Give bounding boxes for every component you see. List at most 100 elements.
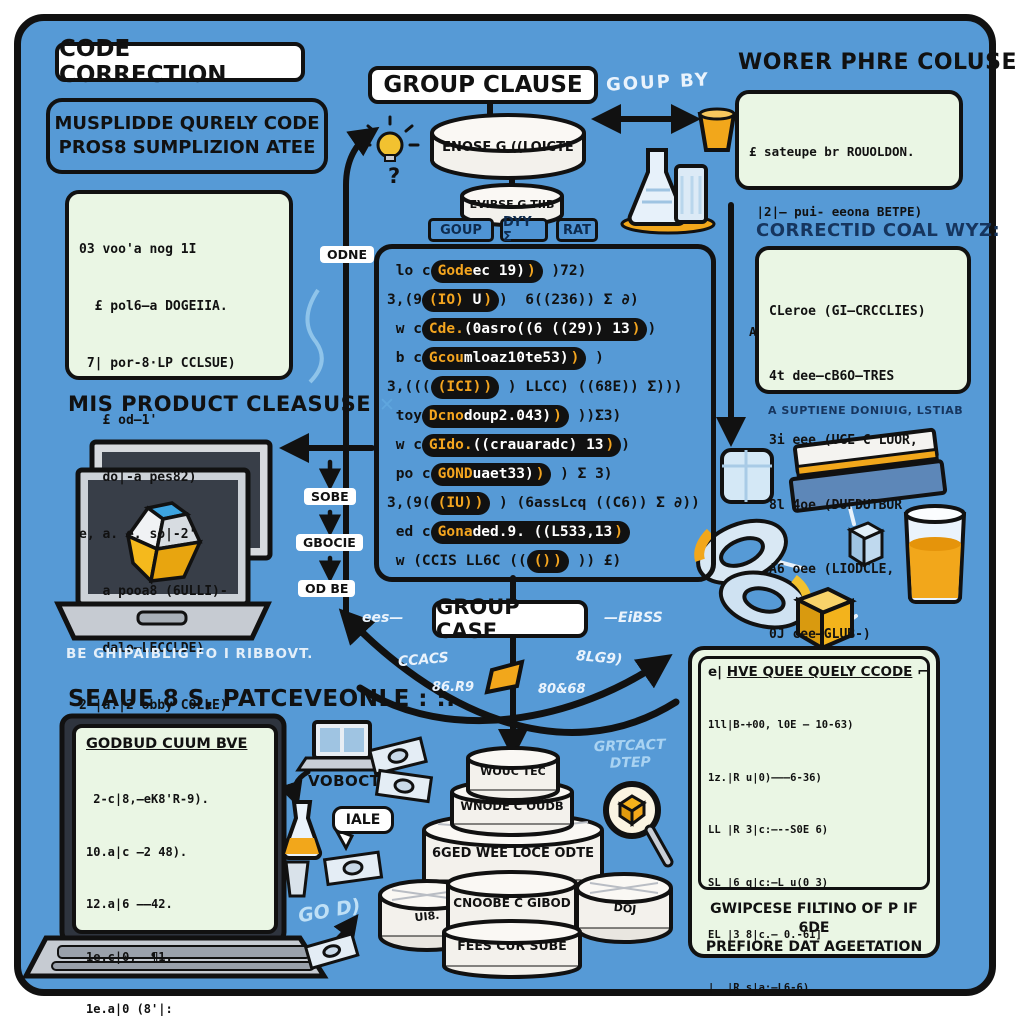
code-text: (IU): [437, 495, 473, 511]
highlighted-code: Cde.(0asro((6 ((29)) 13: [421, 318, 648, 341]
extract-step-label: GRTCACT DTEP: [584, 736, 675, 773]
tab-goup[interactable]: GOUP: [428, 218, 494, 242]
code-text: 3,(9: [387, 292, 422, 308]
extract-step-line: GRTCACT: [593, 736, 666, 756]
heading-worer-phre: WORER PHRE COLUSE: [738, 50, 1018, 75]
code-line: EL |3 8|c.— 0.-61]: [708, 929, 822, 941]
subtitle-line: MUSPLIDDE QURELY CODE: [54, 113, 320, 134]
case-note: —EiBSS: [604, 610, 663, 626]
corrected-code-panel: CLeroe (GI—CRCCLIES) 4t dee—cB6O–TRES 3i…: [755, 246, 971, 642]
vobock-label: VOBOCT: [308, 772, 381, 790]
cylinder-band-label: ENOSE G ((LOICTE: [442, 140, 574, 155]
footer-line: GWIPCESE FILTINO OF P IF 6DE: [710, 901, 918, 936]
heading-correctid: CORRECTID COAL WYZ:: [756, 220, 1001, 241]
code-text: Dcno: [428, 408, 464, 424]
code-line: a pooa8 (6ULLI)-: [79, 584, 228, 599]
code-line: £ sateupe br ROUOLDON.: [749, 144, 915, 159]
code-text: ): [621, 437, 630, 453]
tab-label: GOUP: [440, 222, 482, 238]
flow-tag-gbocie: GBOCIE: [296, 534, 363, 551]
code-text: ec 19): [472, 263, 525, 279]
tab-label: RAT: [563, 222, 591, 238]
highlighted-code: (IO) U: [421, 289, 500, 312]
code-text: w c: [387, 437, 422, 453]
caption-suptiene: A SUPTIENE DONIUIG, LSTIAB: [768, 404, 964, 417]
right-top-code-panel: £ sateupe br ROUOLDON. |2|— pui- eeona B…: [735, 90, 963, 339]
speech-bubble-text: IALE: [345, 812, 381, 828]
code-line: dalo–LECCLDE): [79, 641, 205, 656]
code-text: Gode: [437, 263, 473, 279]
right-bottom-footer: GWIPCESE FILTINO OF P IF 6DE PREFIORE DA…: [698, 900, 930, 957]
caption-white: BE GHIPAIBLIG FO I RIBBOVT.: [66, 646, 314, 662]
highlighted-code: GONDuaet33): [430, 463, 552, 486]
code-text: ) 6((236)) Σ ∂): [499, 292, 639, 308]
speech-bubble: IALE: [332, 806, 394, 834]
highlighted-code: (IU): [430, 492, 491, 515]
code-line: 03 voo'a nog 1I: [79, 242, 197, 257]
code-text: ): [647, 321, 657, 337]
code-text: uaet33): [472, 466, 534, 482]
group-clause-text: GROUP CLAUSE: [383, 72, 583, 98]
case-note: ees—: [362, 610, 404, 626]
group-case-text: GROUP CASE: [436, 595, 520, 643]
subtitle-box: MUSPLIDDE QURELY CODE PROS8 SUMPLIZION A…: [46, 98, 328, 174]
code-text: ) (6assLcq ((C6)) Σ ∂)): [490, 495, 700, 511]
code-text: GOND: [437, 466, 473, 482]
right-bottom-panel: e| HVE QUEE QUELY CCODE ⌐ 1ll|B-+00, l0E…: [688, 646, 940, 994]
code-line: SL |6 q|c:—L u(0 3): [708, 876, 829, 889]
code-text: w c: [387, 321, 422, 337]
tab-dyy[interactable]: DYY Σ: [500, 215, 548, 245]
code-line: A6 oee (LIODCLE,: [769, 562, 895, 577]
code-text: (IO): [428, 292, 464, 308]
tab-rat[interactable]: RAT: [556, 218, 598, 242]
code-line: 3,(9(IO) U) 6((236)) Σ ∂): [387, 286, 703, 315]
code-line: 12.a|6 ——42.: [86, 897, 173, 911]
code-line: 3,((( (ICI) ) LLCC) ((68E)) Σ))): [387, 373, 703, 402]
code-text: mloaz10te53): [463, 350, 569, 366]
question-mark: ?: [388, 164, 401, 188]
code-line: CLeroe (GI—CRCCLIES): [769, 304, 926, 319]
extract-step-line: DTEP: [609, 754, 652, 772]
code-text: 3,(((: [387, 379, 431, 395]
right-bottom-code-box: e| HVE QUEE QUELY CCODE ⌐ 1ll|B-+00, l0E…: [698, 656, 930, 994]
code-text: ded.9. ((L533,13: [472, 524, 613, 540]
disk-band-label: 6GED WEE LOCE ODTE: [432, 846, 594, 861]
code-line: LL |R 3|c:—--S0E 6): [708, 824, 829, 836]
code-text: w (CCIS LL6C ((: [387, 553, 527, 569]
code-text: ))Σ3): [568, 408, 622, 424]
code-text: ) Σ 3): [551, 466, 613, 482]
code-line: 8l 4oe (DUFDUTBUR: [769, 497, 903, 513]
disk-band-label: FEES CUR SUBE: [457, 938, 567, 953]
code-line: do|-a pes82): [79, 470, 197, 485]
code-text: ) LLCC) ((68E)) Σ))): [499, 379, 683, 395]
code-text: ed c: [387, 524, 431, 540]
code-line: 1z.|R u|0)———6-36): [708, 771, 822, 784]
tab-label: DYY Σ: [503, 215, 532, 245]
flow-tag-odbe: OD BE: [298, 580, 356, 597]
code-text: (ICI): [437, 379, 482, 395]
code-text: (): [533, 553, 552, 569]
code-line: 3i eee (UGE C LUOR,: [769, 433, 918, 448]
code-line: 1e.a|0 (8'|:: [86, 1002, 173, 1016]
disk-band-label: CNOOBE C GIBOD: [453, 896, 571, 910]
disk-band-label: WNODE C OUDB: [460, 799, 564, 813]
code-text: )72): [542, 263, 587, 279]
code-text: (0asro((6 ((29)) 13: [463, 321, 630, 337]
flow-tag-odne: ODNE: [320, 246, 375, 263]
code-line: 2 |a.|2 obby COLLE): [79, 698, 228, 713]
case-note: 80&68: [538, 682, 586, 697]
code-text: b c: [387, 350, 422, 366]
code-text: U: [463, 292, 482, 308]
highlighted-code: Gcoumloaz10te53): [421, 347, 587, 370]
code-text: ): [586, 350, 604, 366]
page-title-text: CODE CORRECTION: [59, 36, 227, 88]
code-text: Cde.: [428, 321, 464, 337]
code-text: 3,(9(: [387, 495, 431, 511]
code-line: 0J cee—GLUB-): [769, 626, 871, 642]
